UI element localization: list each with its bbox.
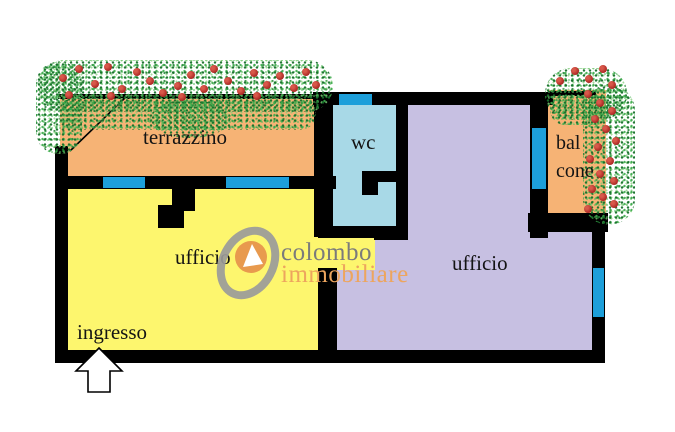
wall-left <box>55 146 68 363</box>
room-office-left <box>66 186 322 354</box>
flower-icon <box>250 69 258 77</box>
flower-icon <box>253 92 261 100</box>
flower-icon <box>276 72 284 80</box>
label-terrace: terrazzino <box>143 125 227 149</box>
flower-icon <box>599 193 607 201</box>
flower-icon <box>571 67 579 75</box>
room-wc <box>330 103 400 229</box>
door-balcony <box>532 128 546 189</box>
flower-icon <box>610 177 618 185</box>
flower-icon <box>608 81 616 89</box>
flower-icon <box>596 99 604 107</box>
wall-wc-hook-h <box>362 171 408 182</box>
wall-passage-lower <box>318 268 337 358</box>
flower-icon <box>586 155 594 163</box>
logo-text-line1: colombo <box>281 239 372 266</box>
wall-stub-lower <box>158 205 184 228</box>
label-balcony-line1: bal <box>556 132 581 154</box>
label-wc: wc <box>351 130 376 154</box>
flower-icon <box>174 82 182 90</box>
flower-icon <box>584 205 592 213</box>
wall-balcony-bottom <box>528 213 608 232</box>
logo-text-line2: immobiliare <box>281 261 409 288</box>
flower-icon <box>104 63 112 71</box>
flower-icon <box>210 65 218 73</box>
flower-icon <box>602 125 610 133</box>
flower-icon <box>608 107 616 115</box>
logo-swirl-icon <box>216 226 280 300</box>
flower-icon <box>556 77 564 85</box>
window-right <box>593 268 604 317</box>
flower-icon <box>584 90 592 98</box>
wall-terrace-office <box>55 176 336 189</box>
flower-icon <box>237 87 245 95</box>
flower-icon <box>146 77 154 85</box>
flower-icon <box>107 92 115 100</box>
label-office-left: ufficio <box>175 245 231 269</box>
flower-icon <box>224 77 232 85</box>
flower-icon <box>91 80 99 88</box>
foliage-top-left-4 <box>150 100 230 138</box>
flower-icon <box>591 115 599 123</box>
window-wc <box>339 94 372 105</box>
flower-icon <box>118 85 126 93</box>
flower-icon <box>594 143 602 151</box>
flower-icon <box>263 81 271 89</box>
flower-icon <box>200 85 208 93</box>
flower-icon <box>59 74 67 82</box>
flower-icon <box>588 185 596 193</box>
label-balcony-line2: cone <box>556 160 594 182</box>
flower-icon <box>133 68 141 76</box>
wall-corner-step <box>374 226 397 240</box>
flower-icon <box>178 93 186 101</box>
flower-icon <box>612 137 620 145</box>
flower-icon <box>606 157 614 165</box>
room-office-right-c <box>335 270 595 353</box>
flower-icon <box>302 68 310 76</box>
room-passage <box>318 233 375 270</box>
wall-top-main <box>313 92 553 105</box>
flower-icon <box>187 71 195 79</box>
flower-icon <box>65 91 73 99</box>
window-terrace-2 <box>226 177 289 188</box>
wall-wc-hook-v <box>362 182 378 195</box>
flower-icon <box>159 89 167 97</box>
wall-bottom <box>55 350 605 363</box>
flower-icon <box>75 65 83 73</box>
flower-icon <box>585 75 593 83</box>
flower-icon <box>596 170 604 178</box>
flower-icon <box>610 200 618 208</box>
wall-office-wc <box>314 92 333 237</box>
flower-icon <box>290 84 298 92</box>
label-office-right: ufficio <box>452 251 508 275</box>
flower-icon <box>599 65 607 73</box>
flower-icon <box>312 81 320 89</box>
label-entrance: ingresso <box>77 320 147 344</box>
window-terrace-1 <box>103 177 145 188</box>
